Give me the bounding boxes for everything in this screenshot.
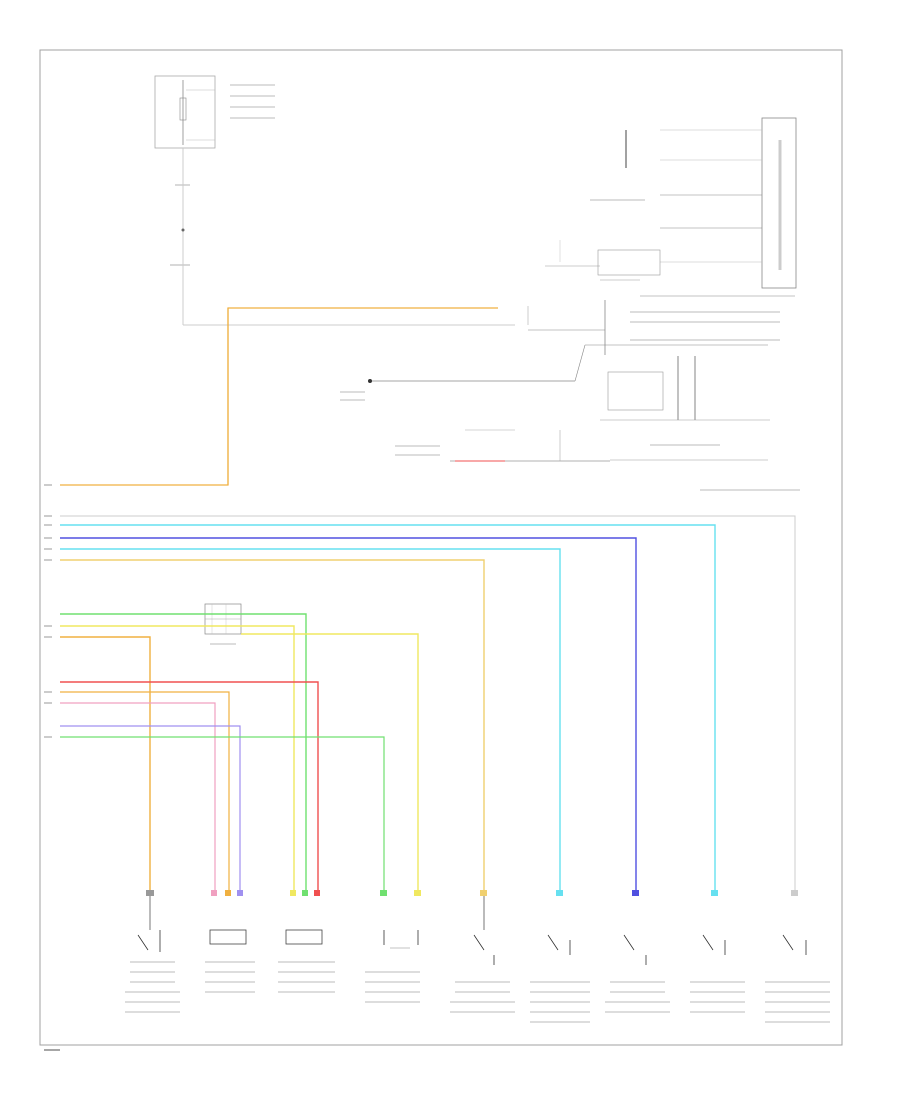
diagram-frame [39,49,843,1046]
component-switch-5 [605,890,670,1013]
component-switch-7 [765,890,830,1023]
component-switch-1 [125,890,180,1013]
solenoid-wires [60,613,419,895]
main-harness-wires [60,515,796,895]
signal-inputs [340,344,610,462]
power-feed-wire [170,148,515,326]
transmission-control-module [527,117,800,491]
component-sensor-2 [278,890,335,993]
junction-connector [204,603,242,645]
row-markers [44,484,52,738]
component-switch-3 [450,890,515,1013]
component-sensor-1 [205,890,255,993]
component-switch-2 [365,890,421,1003]
wire-orange-top [60,307,498,486]
component-switch-6 [690,890,745,1013]
fuse-block [154,75,275,149]
component-switch-4 [530,890,590,1023]
